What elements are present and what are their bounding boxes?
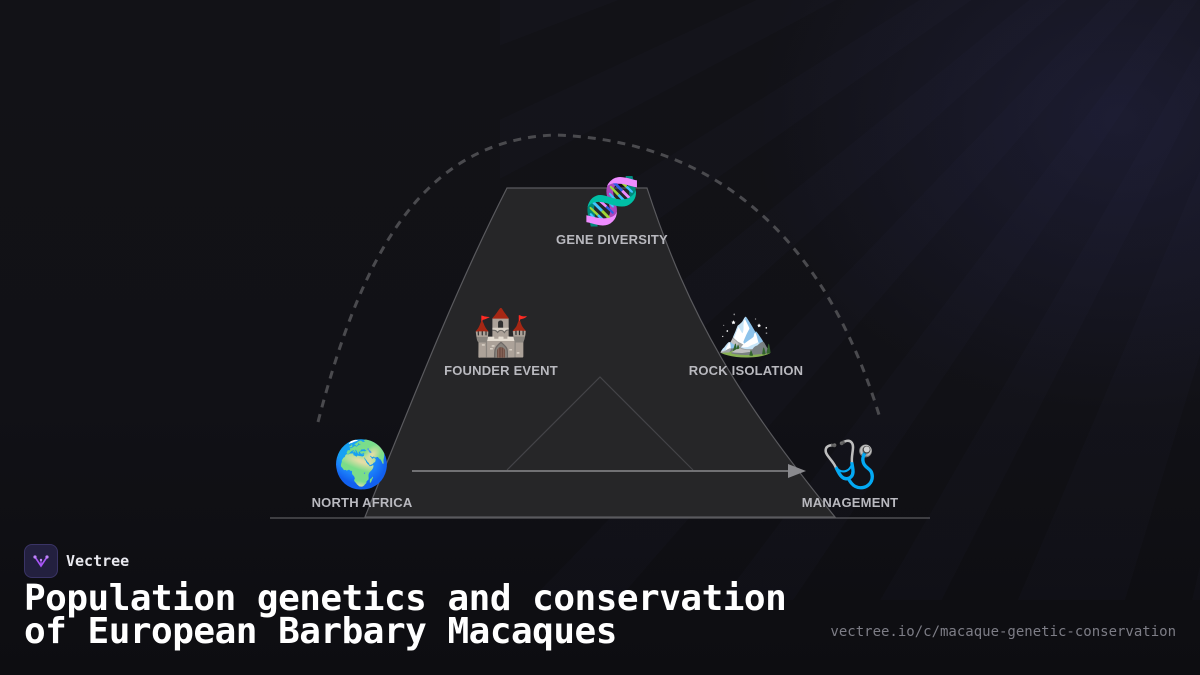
brand: Vectree xyxy=(24,544,129,578)
node-label: FOUNDER EVENT xyxy=(444,363,558,378)
title-line-2: of European Barbary Macaques xyxy=(24,611,617,652)
dna-icon: 🧬 xyxy=(583,175,641,227)
dashed-arc xyxy=(316,133,882,423)
page-title: Population genetics and conservation of … xyxy=(24,578,787,652)
node-label: MANAGEMENT xyxy=(801,495,899,510)
stethoscope-icon: 🩺 xyxy=(821,438,879,490)
brand-name: Vectree xyxy=(66,552,130,570)
node-founder-event: 🏰 FOUNDER EVENT xyxy=(444,305,558,378)
vectree-tree-icon xyxy=(24,544,58,578)
inner-triangle xyxy=(506,376,694,471)
node-label: GENE DIVERSITY xyxy=(556,232,668,247)
node-label: NORTH AFRICA xyxy=(311,495,413,510)
arrow-head-icon xyxy=(788,464,806,478)
node-gene-diversity: 🧬 GENE DIVERSITY xyxy=(556,174,668,247)
node-label: ROCK ISOLATION xyxy=(688,363,804,378)
globe-africa-icon: 🌍 xyxy=(333,438,391,490)
node-north-africa: 🌍 NORTH AFRICA xyxy=(312,437,413,510)
title-line-1: Population genetics and conservation xyxy=(24,578,787,619)
node-rock-isolation: 🏔️ ROCK ISOLATION xyxy=(689,305,804,378)
mountain-icon: 🏔️ xyxy=(717,306,775,358)
node-management: 🩺 MANAGEMENT xyxy=(802,437,899,510)
source-url: vectree.io/c/macaque-genetic-conservatio… xyxy=(830,624,1176,640)
trapezoid-shape xyxy=(364,187,837,518)
castle-icon: 🏰 xyxy=(472,306,530,358)
